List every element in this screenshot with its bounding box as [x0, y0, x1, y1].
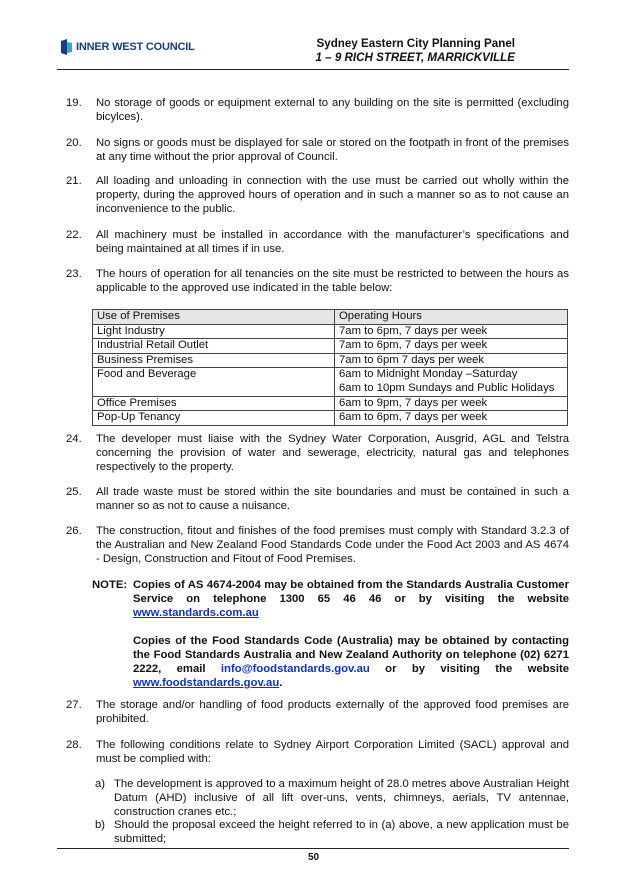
condition-text: The developer must liaise with the Sydne… [96, 433, 569, 473]
table-row: Industrial Retail Outlet 7am to 6pm, 7 d… [92, 338, 568, 354]
hours-line: 6am to 10pm Sundays and Public Holidays [339, 381, 555, 394]
hours-cell: 6am to 9pm, 7 days per week [334, 395, 568, 412]
note-text: . [279, 677, 283, 689]
condition-number: 26. [66, 525, 82, 537]
condition-19: 19. No storage of goods or equipment ext… [66, 96, 569, 124]
condition-26: 26. The construction, fitout and finishe… [66, 524, 569, 566]
condition-number: 21. [66, 175, 82, 187]
panel-name: Sydney Eastern City Planning Panel [316, 37, 515, 50]
page-header: INNER WEST COUNCIL Sydney Eastern City P… [0, 0, 627, 80]
condition-text: The hours of operation for all tenancies… [96, 268, 569, 294]
condition-28: 28. The following conditions relate to S… [66, 738, 569, 766]
use-cell: Food and Beverage [92, 367, 335, 397]
note-text: Copies of AS 4674-2004 may be obtained f… [133, 579, 569, 605]
table-row: Light Industry 7am to 6pm, 7 days per we… [92, 323, 568, 340]
hours-cell: 7am to 6pm 7 days per week [334, 352, 568, 369]
condition-25: 25. All trade waste must be stored withi… [66, 485, 569, 513]
food-standards-email-link[interactable]: info@foodstandards.gov.au [220, 663, 370, 675]
condition-text: All trade waste must be stored within th… [96, 486, 569, 512]
condition-23: 23. The hours of operation for all tenan… [66, 267, 569, 295]
subcondition-a: a) The development is approved to a maxi… [95, 777, 569, 819]
note-text: or by visiting the website [385, 663, 570, 675]
council-logo-text: INNER WEST COUNCIL [76, 41, 195, 53]
condition-number: 19. [66, 97, 82, 109]
table-row: Food and Beverage 6am to Midnight Monday… [92, 367, 568, 397]
condition-21: 21. All loading and unloading in connect… [66, 174, 569, 216]
hours-cell: 6am to Midnight Monday –Saturday 6am to … [334, 367, 568, 397]
footer-divider [57, 848, 569, 849]
condition-number: 24. [66, 433, 82, 445]
condition-text: All machinery must be installed in accor… [96, 229, 569, 255]
condition-number: 25. [66, 486, 82, 498]
note-label: NOTE: [92, 579, 128, 591]
condition-22: 22. All machinery must be installed in a… [66, 228, 569, 256]
hours-line: 6am to Midnight Monday –Saturday [339, 368, 518, 381]
column-header-use: Use of Premises [92, 309, 335, 325]
note-body: Copies of AS 4674-2004 may be obtained f… [133, 578, 569, 690]
table-row: Pop-Up Tenancy 6am to 6pm, 7 days per we… [92, 410, 568, 426]
subcondition-text: The development is approved to a maximum… [114, 778, 569, 818]
table-row: Business Premises 7am to 6pm 7 days per … [92, 352, 568, 369]
column-header-hours: Operating Hours [334, 309, 568, 325]
condition-number: 27. [66, 699, 82, 711]
use-cell: Light Industry [92, 323, 335, 340]
operating-hours-table: Use of Premises Operating Hours Light In… [92, 309, 568, 426]
condition-number: 28. [66, 739, 82, 751]
page-number: 50 [307, 852, 320, 863]
use-cell: Pop-Up Tenancy [92, 410, 335, 426]
subcondition-b: b) Should the proposal exceed the height… [95, 818, 569, 846]
condition-text: The storage and/or handling of food prod… [96, 699, 569, 725]
condition-text: The following conditions relate to Sydne… [96, 739, 569, 765]
council-logo-icon [61, 39, 72, 55]
condition-text: The construction, fitout and finishes of… [96, 525, 569, 565]
note-block: NOTE: Copies of AS 4674-2004 may be obta… [92, 578, 569, 690]
hours-cell: 7am to 6pm, 7 days per week [334, 323, 568, 340]
note-paragraph-standards: Copies of AS 4674-2004 may be obtained f… [133, 578, 569, 620]
subcondition-text: Should the proposal exceed the height re… [114, 819, 569, 845]
note-paragraph-food-code: Copies of the Food Standards Code (Austr… [133, 634, 569, 690]
condition-20: 20. No signs or goods must be displayed … [66, 136, 569, 164]
use-cell: Industrial Retail Outlet [92, 338, 335, 354]
condition-number: 23. [66, 268, 82, 280]
use-cell: Office Premises [92, 395, 335, 412]
note-text: Copies of the Food Standards Code (Austr… [133, 635, 569, 675]
condition-24: 24. The developer must liaise with the S… [66, 432, 569, 474]
panel-title: Sydney Eastern City Planning Panel 1 – 9… [316, 37, 515, 64]
condition-text: No storage of goods or equipment externa… [96, 97, 569, 123]
site-address: 1 – 9 RICH STREET, MARRICKVILLE [315, 50, 515, 64]
table-header-row: Use of Premises Operating Hours [92, 309, 568, 325]
condition-text: No signs or goods must be displayed for … [96, 137, 569, 163]
condition-27: 27. The storage and/or handling of food … [66, 698, 569, 726]
subcondition-number: a) [95, 778, 106, 790]
council-logo: INNER WEST COUNCIL [59, 39, 195, 55]
use-cell: Business Premises [92, 352, 335, 369]
hours-cell: 6am to 6pm, 7 days per week [334, 410, 568, 426]
food-standards-website-link[interactable]: www.foodstandards.gov.au [133, 677, 280, 689]
table-row: Office Premises 6am to 9pm, 7 days per w… [92, 395, 568, 412]
condition-text: All loading and unloading in connection … [96, 175, 569, 215]
subcondition-number: b) [95, 819, 106, 831]
standards-website-link[interactable]: www.standards.com.au [133, 607, 259, 619]
condition-number: 22. [66, 229, 82, 241]
hours-cell: 7am to 6pm, 7 days per week [334, 338, 568, 354]
header-divider [57, 69, 569, 70]
condition-number: 20. [66, 137, 82, 149]
